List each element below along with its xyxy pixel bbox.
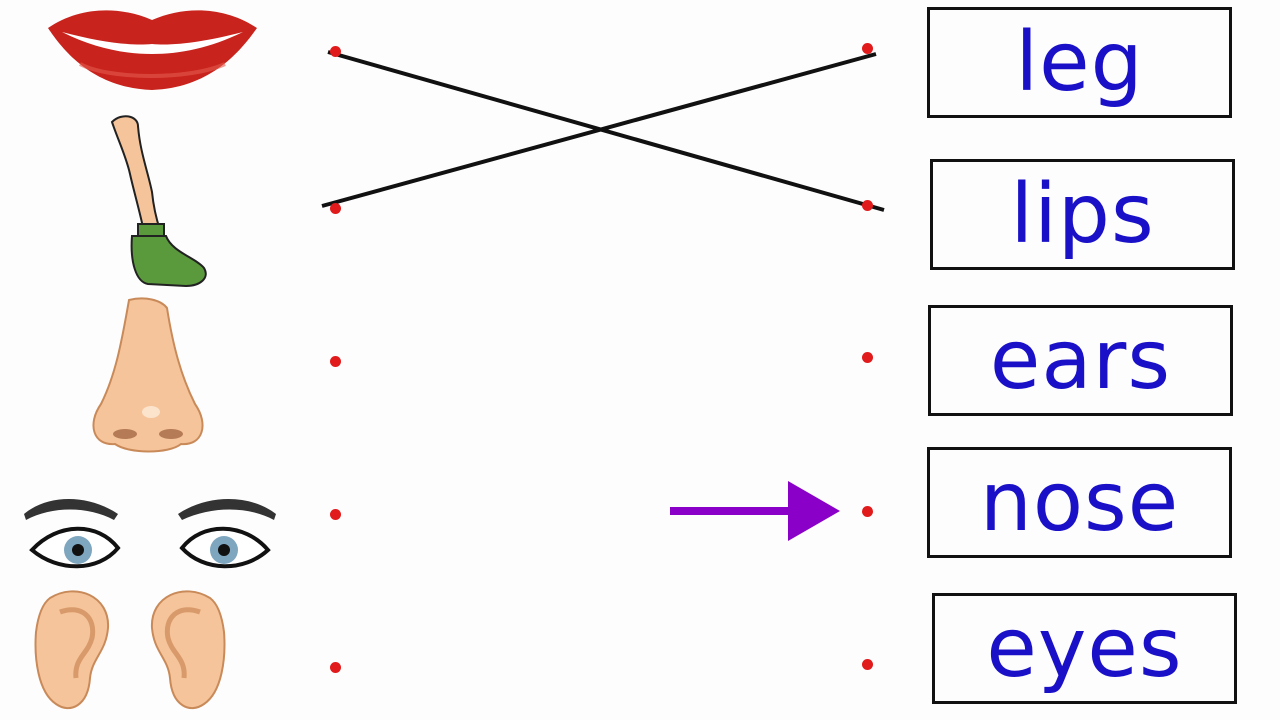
lips-icon [48,10,257,91]
dot-left-lips[interactable] [330,46,341,57]
dot-right-lips[interactable] [862,200,873,211]
word-box-nose[interactable]: nose [927,447,1232,558]
word-label: leg [1015,14,1144,110]
dot-left-leg[interactable] [330,203,341,214]
ears-icon [34,590,226,709]
word-label: nose [979,454,1180,550]
word-label: lips [1010,166,1155,262]
match-line-leg [321,52,877,208]
word-box-eyes[interactable]: eyes [932,593,1237,704]
arrow-right-icon [670,481,840,541]
dot-right-leg[interactable] [862,43,873,54]
word-box-leg[interactable]: leg [927,7,1232,118]
leg-icon [110,115,207,288]
word-label: eyes [986,600,1183,696]
word-box-ears[interactable]: ears [928,305,1233,416]
dot-left-eyes[interactable] [330,509,341,520]
dot-right-nose[interactable] [862,506,873,517]
word-box-lips[interactable]: lips [930,159,1235,270]
dot-right-eyes[interactable] [862,659,873,670]
dot-right-ears[interactable] [862,352,873,363]
nose-icon [92,297,204,453]
match-line-lips [327,50,885,212]
eyes-icon [24,499,276,569]
dot-left-ears[interactable] [330,662,341,673]
word-label: ears [989,312,1172,408]
dot-left-nose[interactable] [330,356,341,367]
